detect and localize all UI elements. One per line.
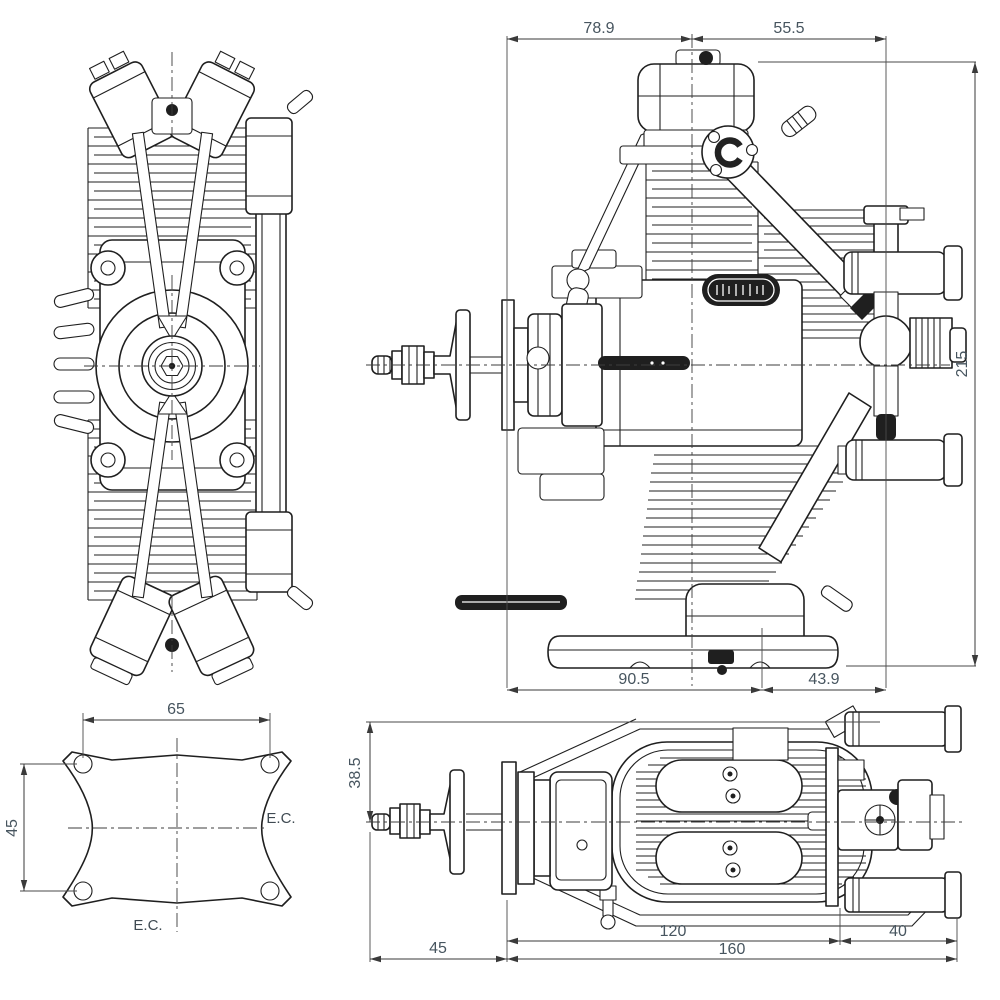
fuel-nipple bbox=[781, 105, 817, 138]
carburetor bbox=[859, 291, 967, 417]
bottom-view bbox=[366, 705, 965, 930]
mount-plate-view bbox=[62, 738, 292, 932]
upper-valve-covers bbox=[88, 50, 256, 159]
front-housing bbox=[501, 761, 613, 895]
dim-label-45-bottom: 45 bbox=[429, 940, 447, 957]
bottom-valve-covers bbox=[655, 759, 803, 885]
drain-nipple bbox=[599, 885, 617, 930]
side-view bbox=[366, 34, 967, 686]
dimensions: 78.9 55.5 215 90.5 43.9 65 45 E.C. E.C. … bbox=[4, 20, 979, 963]
dim-label-45-mount: 45 bbox=[4, 819, 21, 837]
left-fittings bbox=[53, 288, 95, 434]
upper-muffler bbox=[843, 205, 963, 301]
dim-label-90-5: 90.5 bbox=[618, 671, 649, 688]
dim-label-215: 215 bbox=[954, 351, 971, 378]
dim-label-40: 40 bbox=[889, 923, 907, 940]
dim-label-38-5: 38.5 bbox=[347, 757, 364, 788]
intake-port-lens bbox=[598, 356, 690, 370]
dim-label-55-5: 55.5 bbox=[773, 20, 804, 37]
mounting-ears bbox=[90, 250, 255, 478]
rear-carb-section bbox=[732, 727, 945, 907]
brand-badge bbox=[702, 274, 780, 306]
rubber-mount-pad bbox=[455, 595, 567, 610]
ec-label-bottom: E.C. bbox=[133, 917, 162, 934]
front-view bbox=[53, 50, 314, 686]
exhaust-collector-pipe bbox=[245, 89, 314, 611]
oil-pan bbox=[547, 635, 839, 669]
dim-label-78-9: 78.9 bbox=[583, 20, 614, 37]
lower-mufflers bbox=[89, 575, 255, 686]
bottom-mufflers bbox=[824, 705, 962, 919]
pushrod-tubes bbox=[131, 131, 214, 599]
dim-label-120: 120 bbox=[660, 923, 687, 940]
dim-label-160: 160 bbox=[719, 941, 746, 958]
lower-muffler bbox=[837, 414, 963, 487]
dim-label-43-9: 43.9 bbox=[808, 671, 839, 688]
ec-label-side: E.C. bbox=[266, 810, 295, 827]
dim-label-65: 65 bbox=[167, 701, 185, 718]
